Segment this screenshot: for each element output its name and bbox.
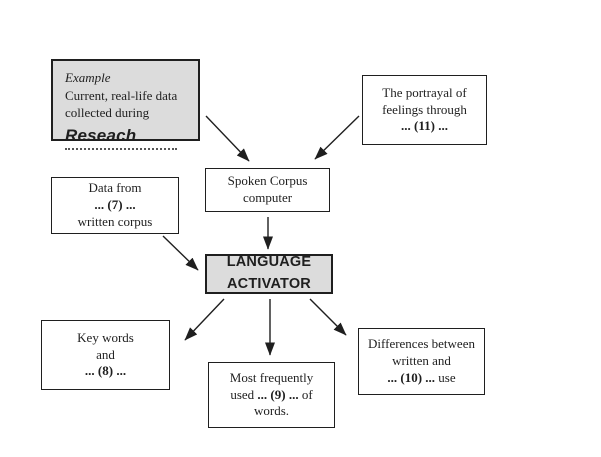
spoken-corpus-line-2: computer: [242, 190, 293, 205]
data-from-box: Data from ... (7) ... written corpus: [51, 177, 179, 234]
language-activator-box: LANGUAGE ACTIVATOR: [205, 254, 333, 294]
data-from-blank-7: ... (7) ...: [94, 197, 136, 213]
portrayal-line-1: The portrayal of: [382, 84, 467, 100]
most-frequently-line-2: used ... (9) ... of: [215, 387, 328, 404]
differences-line-3-post: use: [435, 369, 456, 385]
differences-line-3: ... (10) ... use: [365, 370, 478, 387]
example-handwritten-answer: Reseach: [65, 125, 137, 145]
key-words-box: Key words and ... (8) ...: [41, 320, 170, 390]
most-frequently-line-2-post: of: [298, 386, 313, 402]
example-answer-dotted-line: Reseach: [65, 125, 177, 150]
key-words-line-2: and: [96, 346, 115, 362]
arrow-activator-to-keywords: [184, 298, 225, 341]
portrayal-line-2: feelings through: [382, 101, 467, 117]
most-frequently-box: Most frequently used ... (9) ... of word…: [208, 362, 335, 428]
key-words-line-1: Key words: [77, 329, 134, 345]
differences-blank-10: ... (10) ...: [387, 369, 436, 385]
portrayal-box: The portrayal of feelings through ... (1…: [362, 75, 487, 145]
data-from-line-3: written corpus: [77, 213, 153, 229]
activator-line-1: LANGUAGE: [226, 254, 312, 271]
most-frequently-line-1: Most frequently: [229, 369, 314, 385]
activator-line-2: ACTIVATOR: [227, 276, 311, 292]
portrayal-blank-11: ... (11) ...: [401, 118, 448, 134]
differences-line-1: Differences between: [368, 336, 475, 352]
differences-line-2: written and: [392, 353, 451, 369]
example-line-2: collected during: [65, 104, 150, 120]
example-line-1: Current, real-life data: [65, 87, 178, 103]
most-frequently-blank-9: ... (9) ...: [257, 386, 299, 402]
example-box: Example Current, real-life data collecte…: [51, 59, 200, 150]
arrow-portrayal-to-spoken: [314, 115, 360, 160]
most-frequently-line-3: words.: [253, 403, 290, 419]
example-heading: Example: [65, 70, 111, 85]
spoken-corpus-box: Spoken Corpus computer: [205, 168, 330, 212]
arrow-data-to-activator: [162, 235, 199, 271]
most-frequently-line-2-pre: used: [230, 386, 258, 402]
differences-box: Differences between written and ... (10)…: [358, 328, 485, 395]
spoken-corpus-line-1: Spoken Corpus: [227, 173, 308, 189]
arrow-example-to-spoken: [205, 115, 250, 162]
data-from-line-1: Data from: [88, 180, 142, 196]
key-words-blank-8: ... (8) ...: [84, 363, 127, 379]
arrow-activator-to-differences: [309, 298, 347, 336]
